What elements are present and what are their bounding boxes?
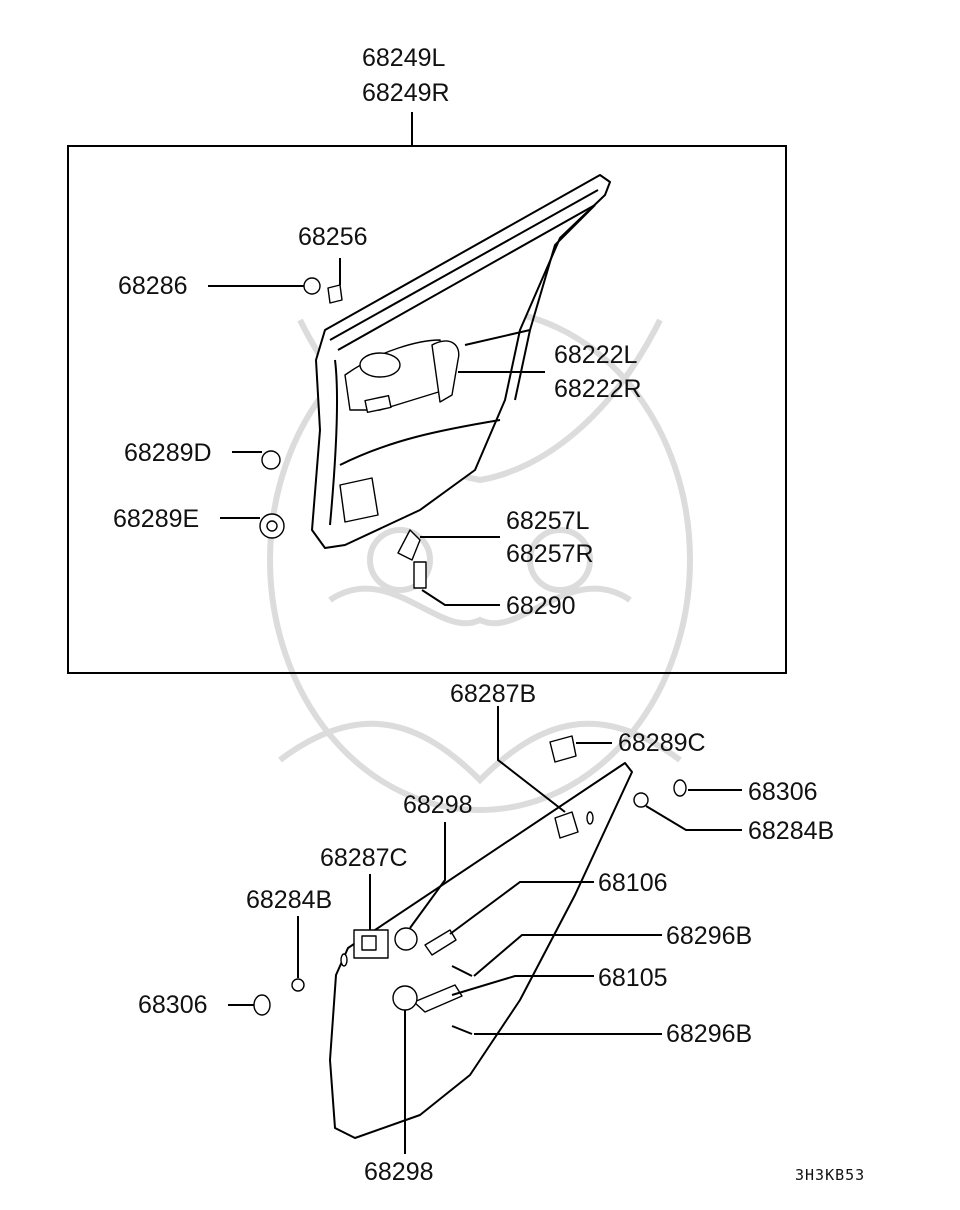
label-68222L: 68222L — [554, 341, 638, 369]
fastener-68289D — [232, 450, 281, 470]
label-68306-upper: 68306 — [748, 778, 818, 806]
label-68289C: 68289C — [618, 729, 706, 757]
screw-68284B-lower — [291, 916, 305, 992]
assembly-box — [67, 145, 787, 674]
screw-68284B-upper — [633, 792, 742, 831]
label-68257R: 68257R — [506, 540, 594, 568]
drawing-code: 3H3KB53 — [795, 1166, 865, 1184]
label-68105: 68105 — [598, 964, 668, 992]
clip-68289C — [549, 735, 612, 763]
label-68249R: 68249R — [362, 79, 450, 107]
label-68106: 68106 — [598, 869, 668, 897]
label-68298-upper: 68298 — [403, 791, 473, 819]
label-68256: 68256 — [298, 223, 368, 251]
label-68284B-lower: 68284B — [246, 886, 332, 914]
label-68287B: 68287B — [450, 680, 536, 708]
clip-68256 — [327, 258, 343, 304]
label-68286: 68286 — [118, 272, 188, 300]
label-68257L: 68257L — [506, 507, 590, 535]
bolt-68290 — [413, 561, 500, 606]
fastener-68289E — [220, 513, 285, 539]
label-68289D: 68289D — [124, 439, 212, 467]
switch-bezel-68287C — [353, 874, 389, 959]
plug-68306-lower — [228, 994, 271, 1016]
screw-68286 — [208, 277, 321, 295]
label-68306-lower: 68306 — [138, 991, 208, 1019]
door-trim-panel — [311, 174, 611, 549]
bracket-68105 — [413, 975, 594, 1013]
clip-68287B — [497, 706, 579, 839]
plug-68306-upper — [673, 779, 742, 797]
label-68298-lower: 68298 — [364, 1158, 434, 1186]
label-68249L: 68249L — [362, 44, 446, 72]
bracket-68257 — [397, 529, 500, 561]
clip-68298-lower — [392, 985, 418, 1154]
label-68222R: 68222R — [554, 375, 642, 403]
screw-68296B-upper — [451, 934, 662, 977]
clip-68298-upper — [394, 822, 446, 951]
bracket-68106 — [424, 881, 594, 956]
label-68290: 68290 — [506, 592, 576, 620]
label-68296B-upper: 68296B — [666, 922, 752, 950]
label-68296B-lower: 68296B — [666, 1020, 752, 1048]
screw-68296B-lower — [451, 1025, 662, 1035]
label-68287C: 68287C — [320, 844, 408, 872]
label-68289E: 68289E — [113, 505, 199, 533]
label-68284B-upper: 68284B — [748, 817, 834, 845]
